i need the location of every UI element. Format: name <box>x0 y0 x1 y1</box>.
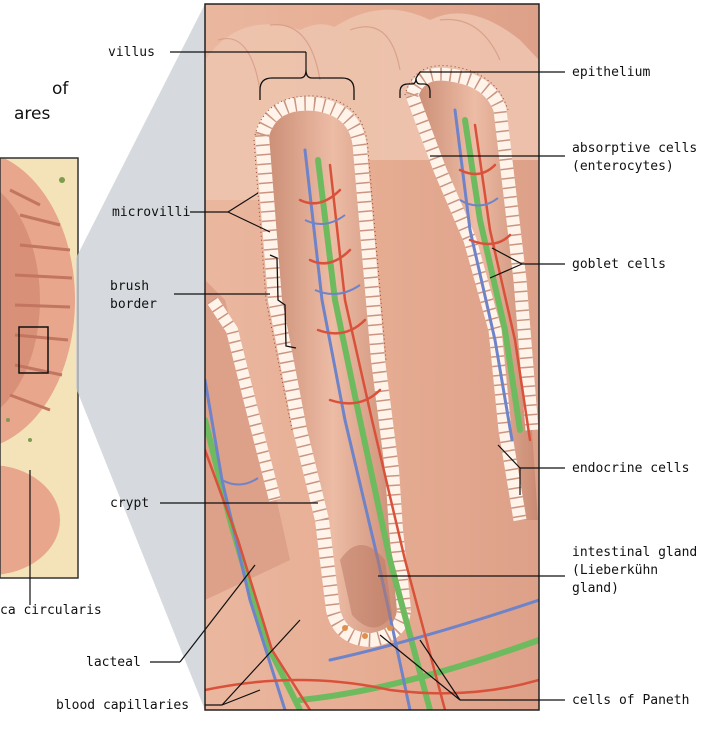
label-intestinal-gland-1: intestinal gland <box>572 545 697 560</box>
label-intestinal-gland-2: (Lieberkühn <box>572 563 658 578</box>
label-microvilli: microvilli <box>112 205 190 220</box>
label-absorptive-cells-2: (enterocytes) <box>572 159 674 174</box>
label-blood-capillaries: blood capillaries <box>56 698 189 713</box>
left-partial-label-2: ares <box>14 104 50 124</box>
label-epithelium: epithelium <box>572 65 650 80</box>
label-cells-of-paneth: cells of Paneth <box>572 693 689 708</box>
label-crypt: crypt <box>110 496 149 511</box>
label-brush-border-1: brush <box>110 279 149 294</box>
label-goblet-cells: goblet cells <box>572 257 666 272</box>
label-absorptive-cells-1: absorptive cells <box>572 141 697 156</box>
label-villus: villus <box>108 45 155 60</box>
label-endocrine-cells: endocrine cells <box>572 461 689 476</box>
label-brush-border-2: border <box>110 297 157 312</box>
villus-panel <box>205 4 539 710</box>
label-lacteal: lacteal <box>86 655 141 670</box>
left-partial-label-1: of <box>52 79 69 99</box>
label-intestinal-gland-3: gland) <box>572 581 619 596</box>
left-partial-bottom-label: ca circularis <box>0 603 102 618</box>
